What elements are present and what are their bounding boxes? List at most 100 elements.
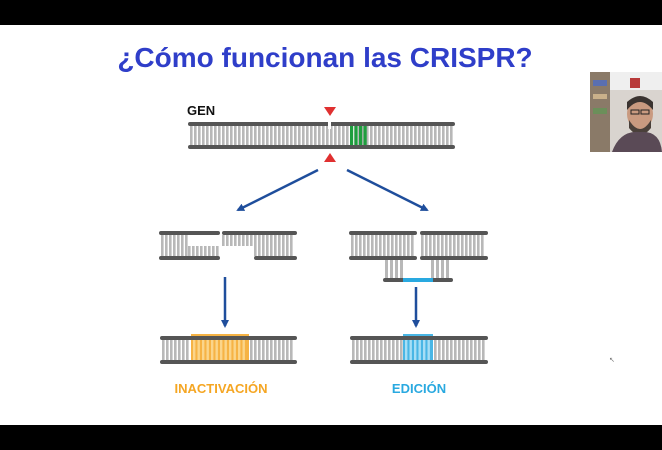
base-pair bbox=[446, 340, 449, 360]
base-pair bbox=[208, 246, 211, 256]
target-site-base-pair bbox=[363, 126, 367, 145]
base-pair bbox=[214, 126, 217, 145]
base-pair bbox=[411, 235, 414, 256]
base-pair bbox=[433, 235, 436, 256]
base-pair bbox=[218, 126, 221, 145]
base-pair bbox=[360, 340, 363, 360]
base-pair bbox=[450, 340, 453, 360]
base-pair bbox=[238, 235, 241, 246]
base-pair bbox=[194, 126, 197, 145]
gene-strand-bottom bbox=[188, 145, 455, 149]
base-pair bbox=[398, 126, 401, 145]
inserted-base-pair bbox=[202, 340, 205, 360]
base-pair bbox=[294, 126, 297, 145]
base-pair bbox=[363, 235, 366, 256]
repair-template bbox=[383, 278, 453, 282]
base-pair bbox=[370, 126, 373, 145]
base-pair bbox=[482, 340, 485, 360]
slide bbox=[0, 25, 662, 425]
base-pair bbox=[445, 235, 448, 256]
base-pair bbox=[234, 126, 237, 145]
base-pair bbox=[186, 340, 189, 360]
base-pair bbox=[174, 340, 177, 360]
base-pair bbox=[302, 126, 305, 145]
base-pair bbox=[407, 235, 410, 256]
base-pair bbox=[372, 340, 375, 360]
inserted-base-pair bbox=[197, 340, 200, 360]
inserted-base-pair bbox=[215, 340, 218, 360]
template-base-pair bbox=[395, 260, 398, 278]
base-pair bbox=[290, 340, 293, 360]
base-pair bbox=[274, 340, 277, 360]
base-pair bbox=[356, 340, 359, 360]
base-pair bbox=[473, 235, 476, 256]
edited-base-pair bbox=[423, 340, 426, 360]
base-pair bbox=[396, 340, 399, 360]
template-base-pair bbox=[441, 260, 444, 278]
arrow-to-edition bbox=[346, 168, 429, 212]
base-pair bbox=[314, 126, 317, 145]
base-pair bbox=[465, 235, 468, 256]
base-pair bbox=[210, 126, 213, 145]
base-pair bbox=[421, 235, 424, 256]
base-pair bbox=[469, 235, 472, 256]
base-pair bbox=[442, 126, 445, 145]
base-pair bbox=[198, 126, 201, 145]
base-pair bbox=[230, 126, 233, 145]
base-pair bbox=[410, 126, 413, 145]
base-pair bbox=[286, 126, 289, 145]
top-letterbox bbox=[0, 0, 662, 25]
base-pair bbox=[250, 340, 253, 360]
template-base-pair bbox=[400, 260, 403, 278]
base-pair bbox=[446, 126, 449, 145]
base-pair bbox=[266, 126, 269, 145]
slide-title: ¿Cómo funcionan las CRISPR? bbox=[117, 42, 533, 73]
base-pair bbox=[434, 340, 437, 360]
base-pair bbox=[434, 126, 437, 145]
base-pair bbox=[395, 235, 398, 256]
base-pair bbox=[442, 340, 445, 360]
base-pair bbox=[278, 340, 281, 360]
base-pair bbox=[466, 340, 469, 360]
inserted-base-pair bbox=[220, 340, 223, 360]
inserted-base-pair bbox=[193, 340, 196, 360]
base-pair bbox=[346, 126, 349, 145]
base-pair bbox=[359, 235, 362, 256]
inserted-base-pair bbox=[224, 340, 227, 360]
target-site-base-pair bbox=[354, 126, 358, 145]
target-site-base-pair bbox=[350, 126, 354, 145]
base-pair bbox=[254, 235, 257, 256]
base-pair bbox=[190, 126, 193, 145]
arrow-to-inactivation bbox=[236, 168, 319, 212]
base-pair bbox=[390, 126, 393, 145]
base-pair bbox=[352, 340, 355, 360]
base-pair bbox=[330, 126, 333, 145]
base-pair bbox=[378, 126, 381, 145]
base-pair bbox=[254, 126, 257, 145]
edited-base-pair bbox=[405, 340, 408, 360]
base-pair bbox=[478, 340, 481, 360]
base-pair bbox=[481, 235, 484, 256]
base-pair bbox=[266, 340, 269, 360]
base-pair bbox=[334, 126, 337, 145]
base-pair bbox=[242, 126, 245, 145]
base-pair bbox=[474, 340, 477, 360]
edition-label: EDICIÓN bbox=[392, 381, 446, 396]
base-pair bbox=[387, 235, 390, 256]
base-pair bbox=[426, 126, 429, 145]
base-pair bbox=[185, 235, 188, 256]
template-base-pair bbox=[446, 260, 449, 278]
edited-base-pair bbox=[418, 340, 421, 360]
base-pair bbox=[278, 235, 281, 256]
gene-dna bbox=[188, 120, 455, 149]
base-pair bbox=[270, 340, 273, 360]
base-pair bbox=[414, 126, 417, 145]
base-pair bbox=[362, 126, 365, 145]
edited-dna bbox=[350, 334, 488, 364]
base-pair bbox=[438, 340, 441, 360]
base-pair bbox=[270, 126, 273, 145]
base-pair bbox=[202, 126, 205, 145]
base-pair bbox=[282, 340, 285, 360]
base-pair bbox=[165, 235, 168, 256]
